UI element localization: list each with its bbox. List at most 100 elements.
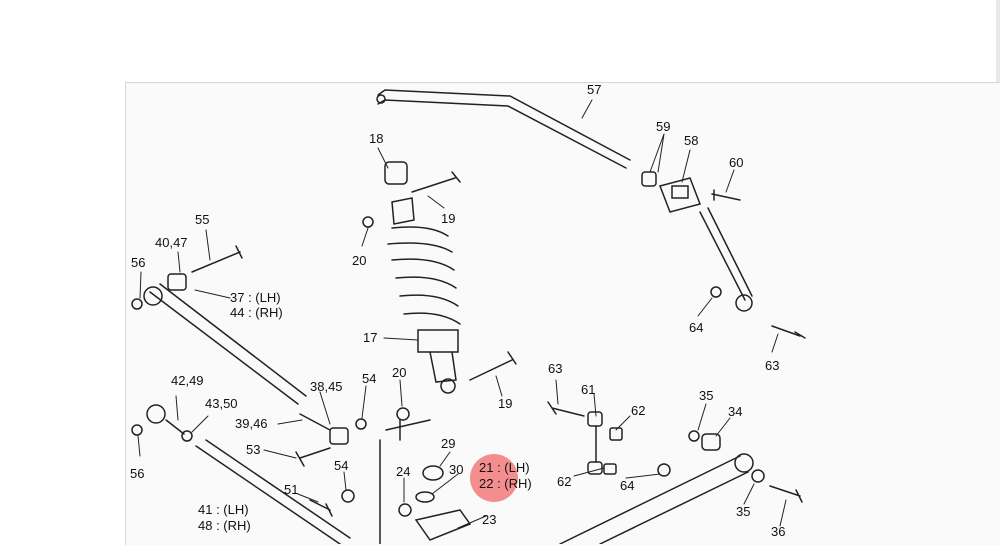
arm-21-22 [414, 509, 472, 541]
label-22-rh: 22 : (RH) [479, 476, 532, 491]
label-19-top: 19 [441, 211, 456, 226]
upper-arm [149, 283, 307, 405]
label-62-top: 62 [631, 403, 646, 418]
label-18: 18 [369, 131, 384, 146]
label-61: 61 [581, 382, 596, 397]
parts-diagram [125, 82, 1000, 545]
bushing-34 [701, 433, 721, 451]
label-59: 59 [656, 119, 671, 134]
label-56-bottom: 56 [130, 466, 145, 481]
cap-29 [422, 465, 444, 481]
trailing-arm [559, 455, 749, 544]
label-23: 23 [482, 512, 497, 527]
label-63-left: 63 [548, 361, 563, 376]
link-61-bottom [587, 461, 603, 475]
label-64-top: 64 [689, 320, 704, 335]
bolt-51 [309, 499, 333, 517]
stabilizer-bar [377, 89, 631, 169]
label-20-bottom: 20 [392, 365, 407, 380]
bushing-40-47 [167, 273, 187, 291]
washer-43-50 [181, 430, 193, 442]
label-19-bottom: 19 [498, 396, 513, 411]
label-37-lh: 37 : (LH) [230, 290, 281, 305]
shock-body [417, 329, 459, 353]
nut-64 [710, 286, 722, 298]
label-44-rh: 44 : (RH) [230, 305, 283, 320]
bushing-38-45 [329, 427, 349, 445]
trailing-arm-eye [734, 453, 754, 473]
bolt-39-46 [299, 413, 331, 431]
bushing-62-top [609, 427, 623, 441]
nut-20-bottom [396, 407, 410, 421]
label-64-bottom: 64 [620, 478, 635, 493]
nut-54-bottom [341, 489, 355, 503]
washer-35-bottom [751, 469, 765, 483]
shock-eye-bottom [440, 378, 456, 394]
label-56-top: 56 [131, 255, 146, 270]
label-54-top: 54 [362, 371, 377, 386]
nut-56-top [131, 298, 143, 310]
upper-arm-eye [143, 286, 163, 306]
highlight-marker [470, 454, 518, 502]
nut-24 [398, 503, 412, 517]
nut-56-bottom [131, 424, 143, 436]
label-35-bottom: 35 [736, 504, 751, 519]
label-39-46: 39,46 [235, 416, 268, 431]
label-34: 34 [728, 404, 743, 419]
bushing-59 [641, 171, 657, 187]
label-62-bottom: 62 [557, 474, 572, 489]
lower-arm [195, 439, 351, 544]
label-57: 57 [587, 82, 602, 97]
label-55: 55 [195, 212, 210, 227]
bolt-60 [711, 189, 741, 201]
label-40-47: 40,47 [155, 235, 188, 250]
label-36: 36 [771, 524, 786, 539]
link-eye [735, 294, 753, 312]
label-35-top: 35 [699, 388, 714, 403]
lower-arm-eye [146, 404, 166, 424]
washer-35-top [688, 430, 700, 442]
bolt-36 [769, 485, 803, 503]
label-38-45: 38,45 [310, 379, 343, 394]
label-20-top: 20 [352, 253, 367, 268]
bolt-63-right [771, 325, 806, 339]
nut-54-top [355, 418, 367, 430]
bracket-58 [659, 177, 701, 213]
label-60: 60 [729, 155, 744, 170]
label-58: 58 [684, 133, 699, 148]
label-42-49: 42,49 [171, 373, 204, 388]
label-30: 30 [449, 462, 464, 477]
stabilizer-bar-end [376, 94, 386, 104]
label-54-bottom: 54 [334, 458, 349, 473]
knuckle-outline [379, 419, 431, 544]
label-21-lh: 21 : (LH) [479, 460, 530, 475]
bushing-62-bottom [603, 463, 617, 475]
bolt-55 [191, 245, 243, 273]
stabilizer-link [699, 207, 753, 301]
nut-64-lower [657, 463, 671, 477]
label-24: 24 [396, 464, 411, 479]
label-63-right: 63 [765, 358, 780, 373]
washer-30 [415, 491, 435, 503]
label-17: 17 [363, 330, 378, 345]
label-51: 51 [284, 482, 299, 497]
label-48-rh: 48 : (RH) [198, 518, 251, 533]
bolt-63-left [547, 401, 585, 417]
shock-lower [429, 351, 457, 383]
link-61-top [587, 411, 603, 427]
shock-spring [387, 226, 461, 325]
bolt-19-top [411, 171, 461, 193]
bolt-19-bottom [469, 351, 517, 381]
bolt-42-49 [165, 419, 185, 435]
label-41-lh: 41 : (LH) [198, 502, 249, 517]
bolt-53 [295, 447, 331, 467]
bushing-18 [384, 161, 408, 185]
label-29: 29 [441, 436, 456, 451]
nut-20-top [362, 216, 374, 228]
shock-eye-top [391, 197, 415, 225]
label-53: 53 [246, 442, 261, 457]
label-43-50: 43,50 [205, 396, 238, 411]
leader-lines [137, 99, 787, 529]
